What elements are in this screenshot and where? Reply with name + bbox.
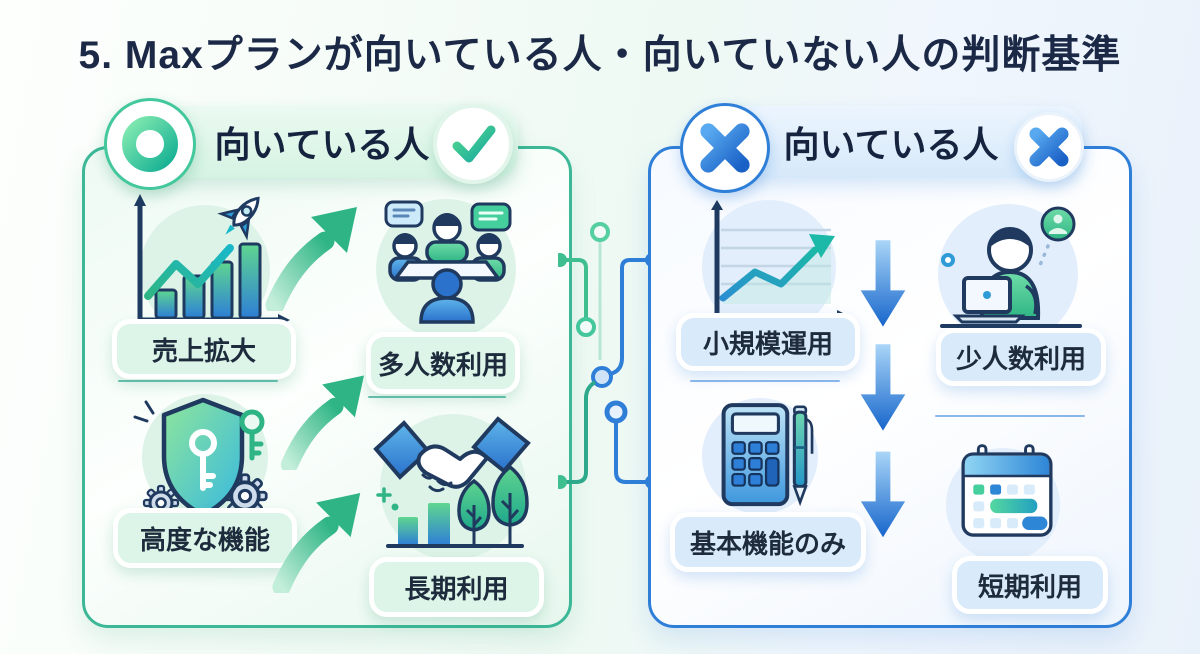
- page-title: 5. Maxプランが向いている人・向いていない人の判断基準: [78, 34, 1122, 77]
- calendar-icon: [961, 444, 1053, 537]
- not-suited-item-smallscale-label: 小規模運用: [702, 328, 833, 359]
- down-arrow-icon: [860, 344, 906, 431]
- suited-item-longterm-label: 長期利用: [404, 573, 509, 604]
- suited-item-advanced: 高度な機能: [113, 508, 297, 568]
- team-meeting-icon: [384, 200, 512, 324]
- up-arrow-icon: [272, 492, 361, 593]
- circuit-connector: [558, 222, 654, 489]
- not-suited-header-label: 向いている人: [783, 124, 999, 165]
- not-suited-item-smallscale: 小規模運用: [676, 313, 860, 371]
- circle-ok-icon: [104, 98, 196, 190]
- divider: [368, 396, 506, 398]
- suited-item-longterm: 長期利用: [369, 557, 544, 617]
- divider: [118, 380, 278, 382]
- divider: [935, 415, 1085, 417]
- handshake-growth-icon: [373, 416, 531, 548]
- divider: [690, 380, 840, 382]
- calculator-pen-icon: [721, 403, 814, 507]
- not-suited-item-shortterm: 短期利用: [952, 556, 1108, 614]
- suited-item-multi-user: 多人数利用: [366, 332, 520, 394]
- suited-item-multi-user-label: 多人数利用: [377, 349, 508, 380]
- person-laptop-icon: [940, 206, 1082, 328]
- not-suited-item-basic: 基本機能のみ: [670, 512, 866, 572]
- check-icon: [433, 104, 513, 184]
- suited-item-sales: 売上拡大: [112, 319, 296, 379]
- not-suited-item-fewusers-label: 少人数利用: [955, 343, 1086, 374]
- up-arrow-icon: [265, 207, 357, 311]
- not-suited-item-shortterm-label: 短期利用: [977, 571, 1082, 602]
- not-suited-item-basic-label: 基本機能のみ: [689, 528, 846, 559]
- cross-icon: [1014, 112, 1084, 182]
- up-arrow-icon: [280, 375, 364, 470]
- suited-header-label: 向いている人: [214, 124, 430, 165]
- suited-item-sales-label: 売上拡大: [151, 335, 256, 366]
- down-arrow-icon: [860, 451, 906, 538]
- cross-icon: [680, 103, 770, 193]
- suited-item-advanced-label: 高度な機能: [139, 524, 270, 555]
- not-suited-item-fewusers: 少人数利用: [936, 328, 1106, 386]
- down-arrow-icon: [860, 240, 906, 327]
- shield-key-gears-icon: [133, 397, 268, 522]
